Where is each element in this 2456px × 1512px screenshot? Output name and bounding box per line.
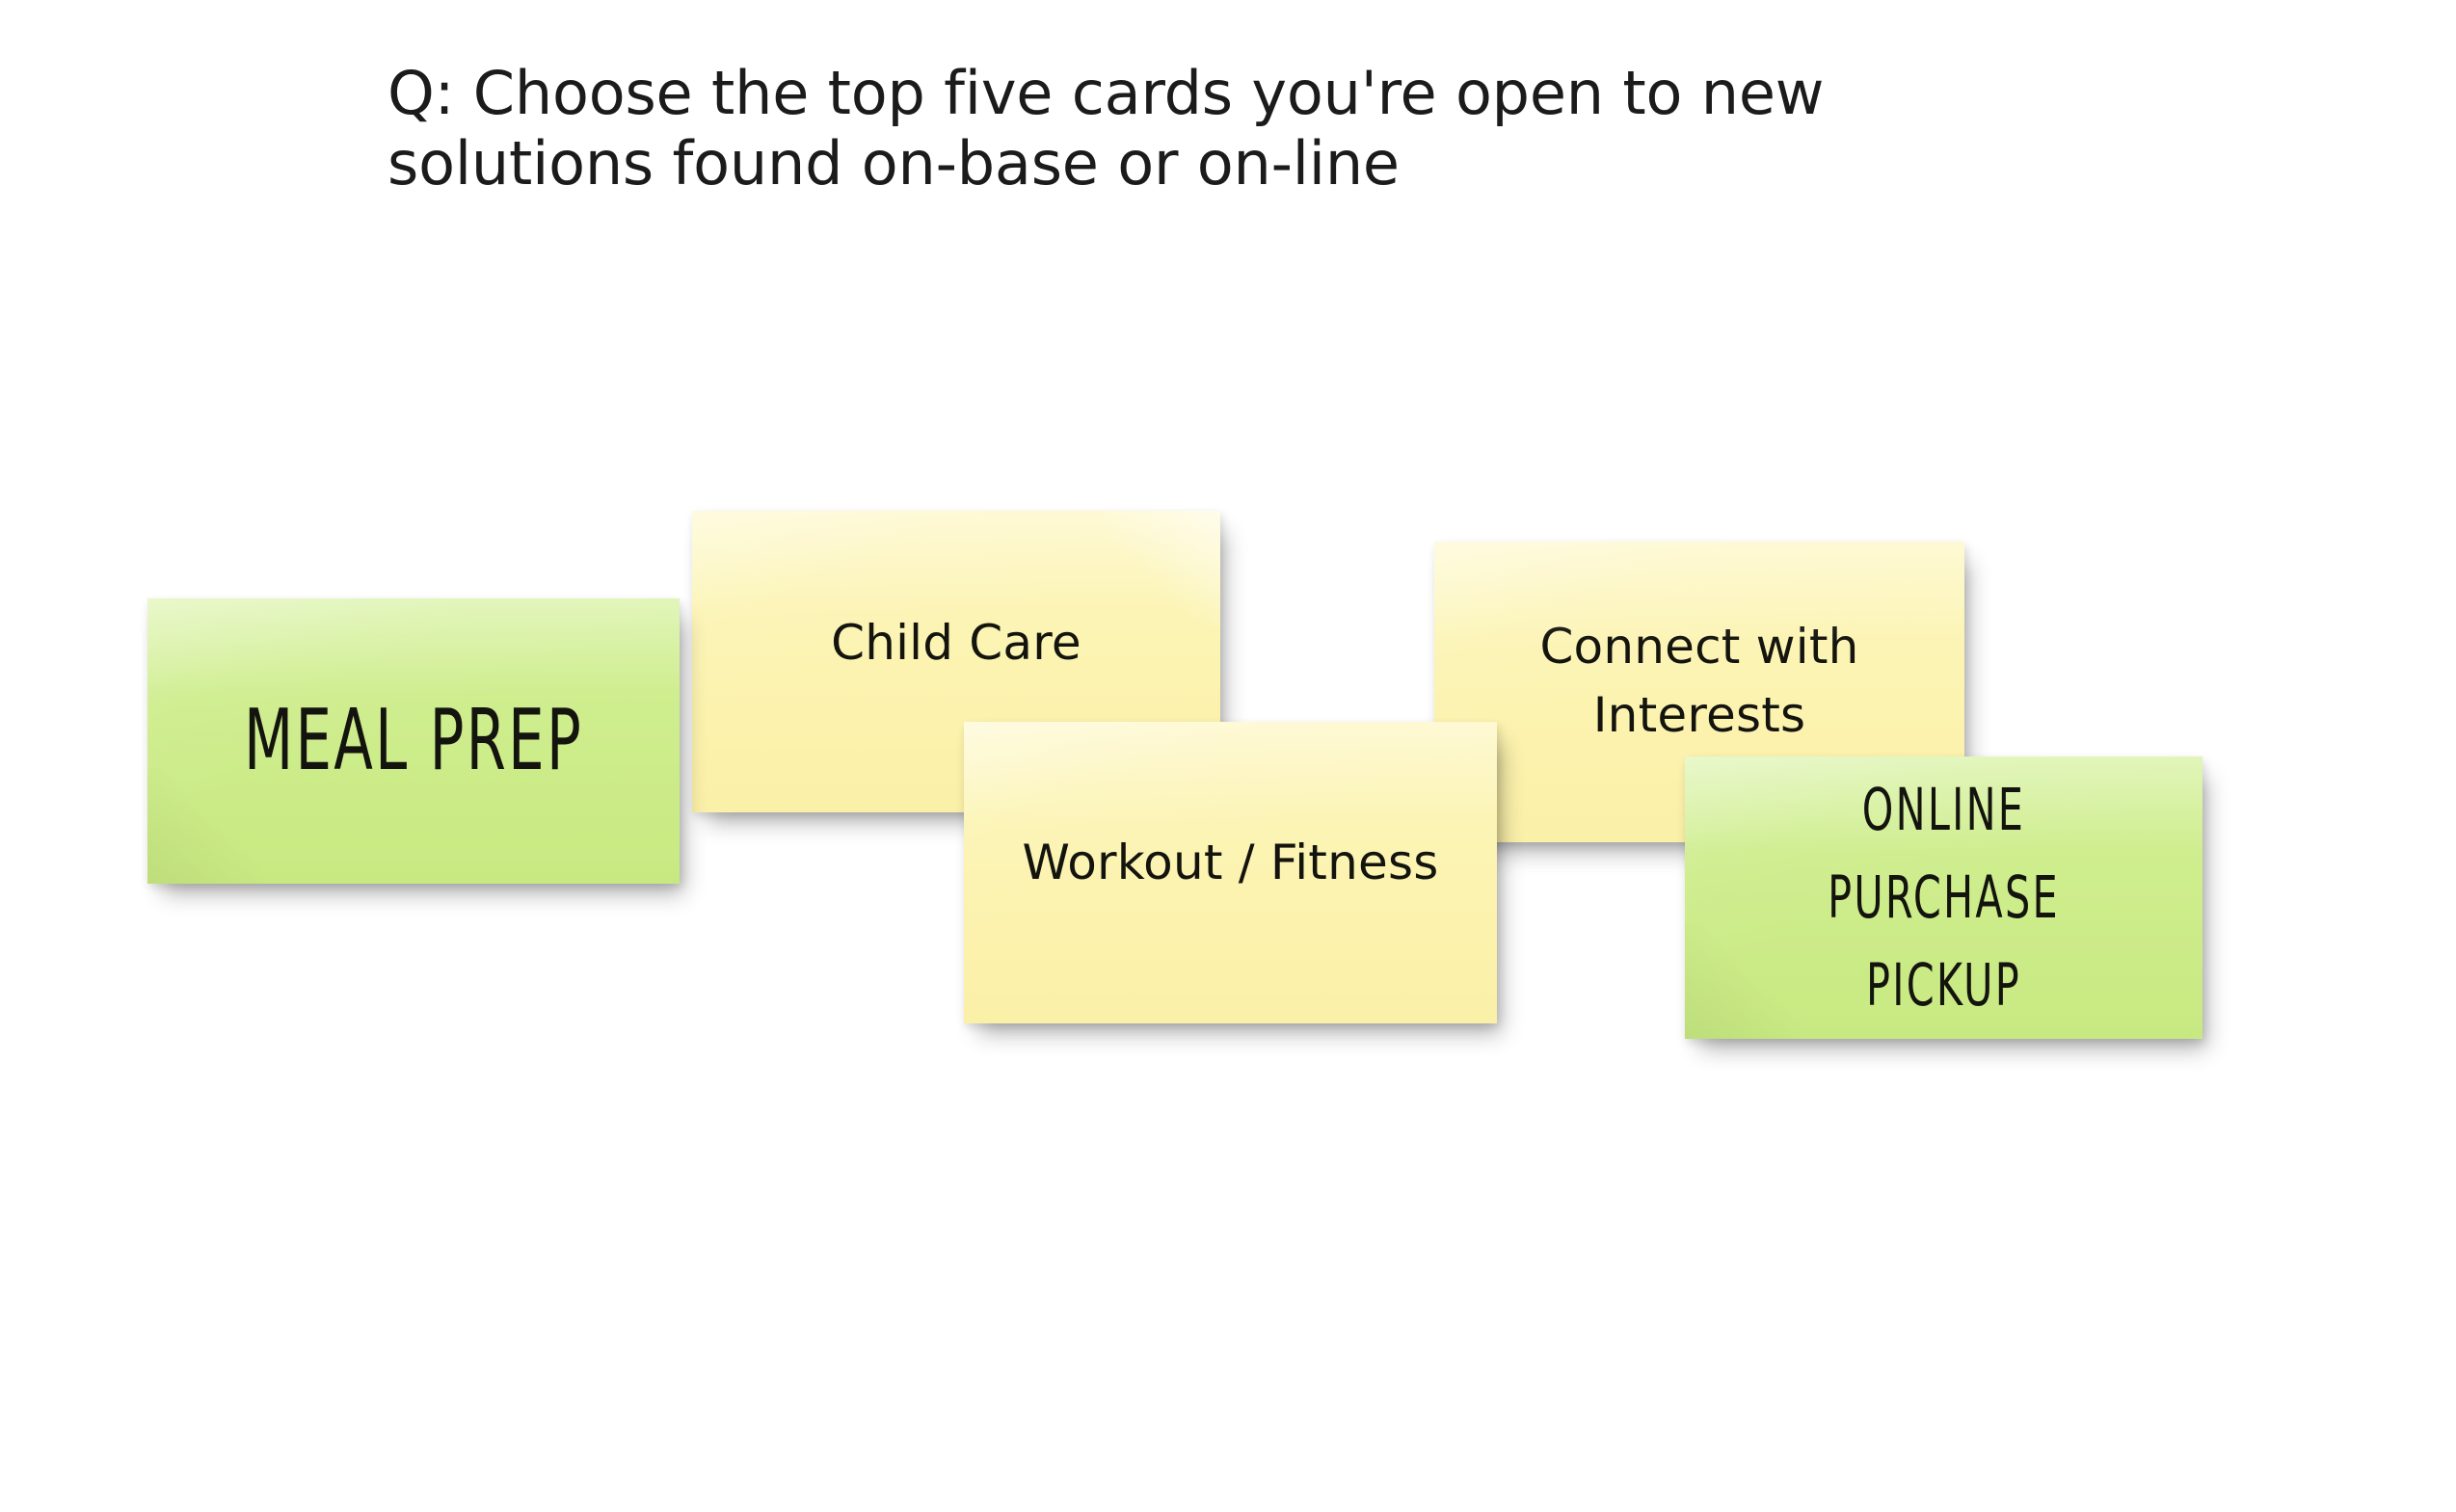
sticky-note-meal-prep[interactable]: MEAL PREP [147,598,680,884]
page-title: Q: Choose the top five cards you're open… [387,58,1825,199]
sticky-note-label: Connect with Interests [1539,619,1859,743]
sticky-note-label: MEAL PREP [243,691,584,790]
sticky-note-label: Workout / Fitness [1022,834,1439,890]
sticky-note-label: ONLINE PURCHASE PICKUP [1828,775,2060,1020]
sticky-note-online-purchase-pickup[interactable]: ONLINE PURCHASE PICKUP [1685,756,2202,1039]
sticky-note-workout-fitness[interactable]: Workout / Fitness [964,722,1497,1023]
paper-fold-corner-icon [1105,511,1220,626]
sticky-note-label: Child Care [831,614,1081,671]
